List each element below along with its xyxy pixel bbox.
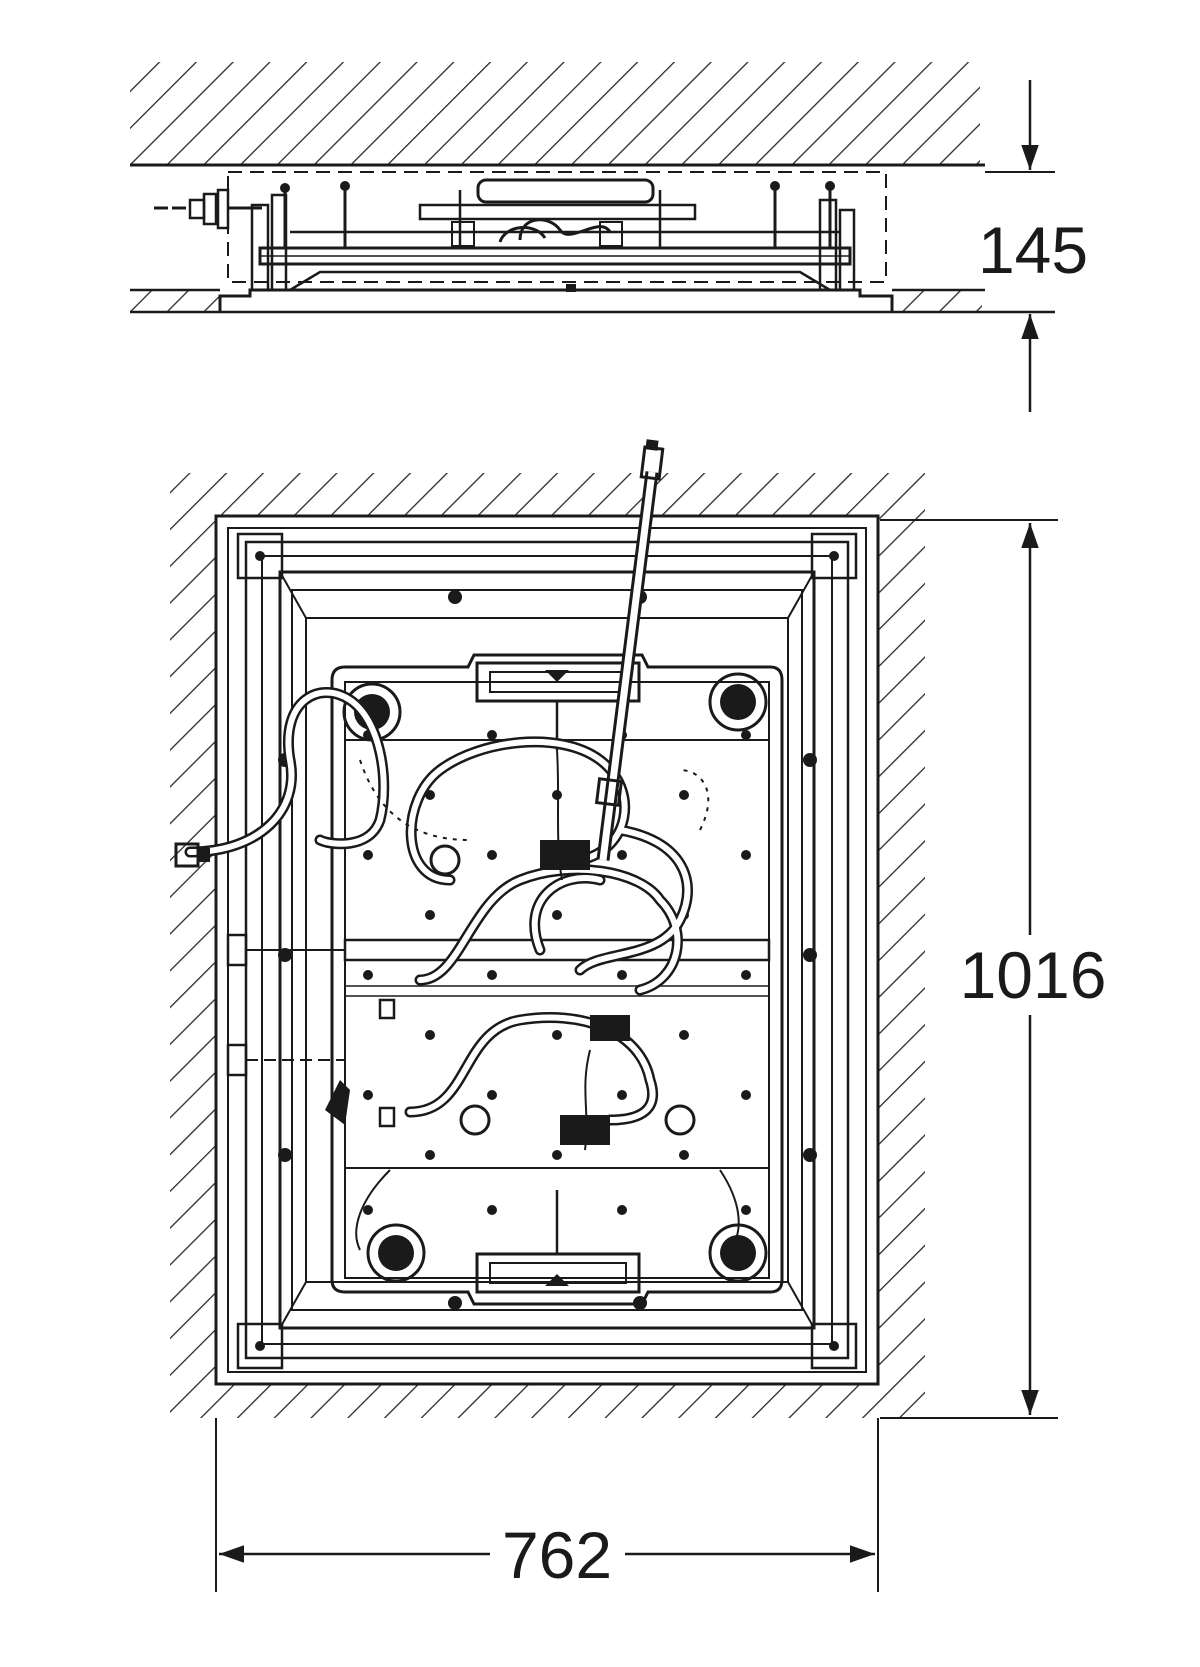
top-view bbox=[170, 439, 925, 1418]
nozzle-dot bbox=[679, 1150, 689, 1160]
side-supply-connector bbox=[154, 188, 262, 230]
frame-fixing-dot bbox=[803, 753, 817, 767]
frame-fixing-dot bbox=[448, 590, 462, 604]
supply-pipe bbox=[594, 439, 665, 861]
nozzle-dot bbox=[425, 790, 435, 800]
top-supply-connector bbox=[174, 842, 396, 1128]
nozzle-dot bbox=[617, 970, 627, 980]
nozzle-dot bbox=[617, 850, 627, 860]
nozzle-dot bbox=[552, 1150, 562, 1160]
nozzle-dot bbox=[425, 1030, 435, 1040]
depth-dimension: 145 bbox=[978, 80, 1088, 412]
nozzle-dot bbox=[487, 1205, 497, 1215]
nozzle-dot bbox=[741, 1205, 751, 1215]
length-label: 1016 bbox=[960, 938, 1107, 1012]
nozzle-dot bbox=[552, 910, 562, 920]
nozzle-dot bbox=[363, 1090, 373, 1100]
frame-fixing-dot bbox=[448, 1296, 462, 1310]
central-manifold bbox=[476, 178, 655, 204]
nozzle-dot bbox=[552, 790, 562, 800]
nozzle-dot bbox=[425, 910, 435, 920]
ceiling-board-left-hatch bbox=[130, 290, 220, 312]
hoses-inner bbox=[187, 689, 691, 1123]
nozzle-dot bbox=[363, 970, 373, 980]
valve-block bbox=[429, 840, 696, 1145]
corner-bracket bbox=[236, 1322, 284, 1370]
corner-bracket bbox=[810, 532, 858, 580]
frame-fixing-dot bbox=[803, 948, 817, 962]
nozzle-dot bbox=[679, 790, 689, 800]
nozzle-dot bbox=[487, 1090, 497, 1100]
nozzle-dot bbox=[741, 1090, 751, 1100]
nozzle-dot bbox=[363, 850, 373, 860]
corner-bracket bbox=[810, 1322, 858, 1370]
nozzle-dot bbox=[741, 850, 751, 860]
depth-label: 145 bbox=[978, 213, 1088, 287]
nozzle-dot bbox=[363, 1205, 373, 1215]
nozzle-dot bbox=[487, 850, 497, 860]
frame-fixing-dot bbox=[633, 1296, 647, 1310]
nozzle-dot bbox=[487, 970, 497, 980]
nozzle-dot bbox=[487, 730, 497, 740]
nozzle-dot bbox=[617, 1090, 627, 1100]
nozzle-dot bbox=[552, 1030, 562, 1040]
corner-bracket bbox=[236, 532, 284, 580]
length-dimension: 1016 bbox=[880, 519, 1110, 1419]
nozzle-dot bbox=[617, 1205, 627, 1215]
frame-fixing-dot bbox=[278, 948, 292, 962]
ceiling-board-right-hatch bbox=[892, 290, 982, 312]
nozzle-dot bbox=[679, 1030, 689, 1040]
frame-fixing-dot bbox=[278, 1148, 292, 1162]
ceiling-hatch bbox=[130, 62, 980, 165]
nozzle-dot bbox=[741, 730, 751, 740]
corner-nozzle bbox=[708, 672, 768, 732]
cover-plate bbox=[218, 288, 894, 312]
corner-nozzle bbox=[366, 1223, 426, 1283]
width-dimension: 762 bbox=[215, 1418, 879, 1592]
frame-fixing-dot bbox=[803, 1148, 817, 1162]
shower-plate bbox=[330, 653, 784, 1306]
nozzle-dot bbox=[425, 1150, 435, 1160]
nozzle-dot bbox=[741, 970, 751, 980]
side-view bbox=[130, 62, 1055, 314]
width-label: 762 bbox=[502, 1518, 612, 1592]
